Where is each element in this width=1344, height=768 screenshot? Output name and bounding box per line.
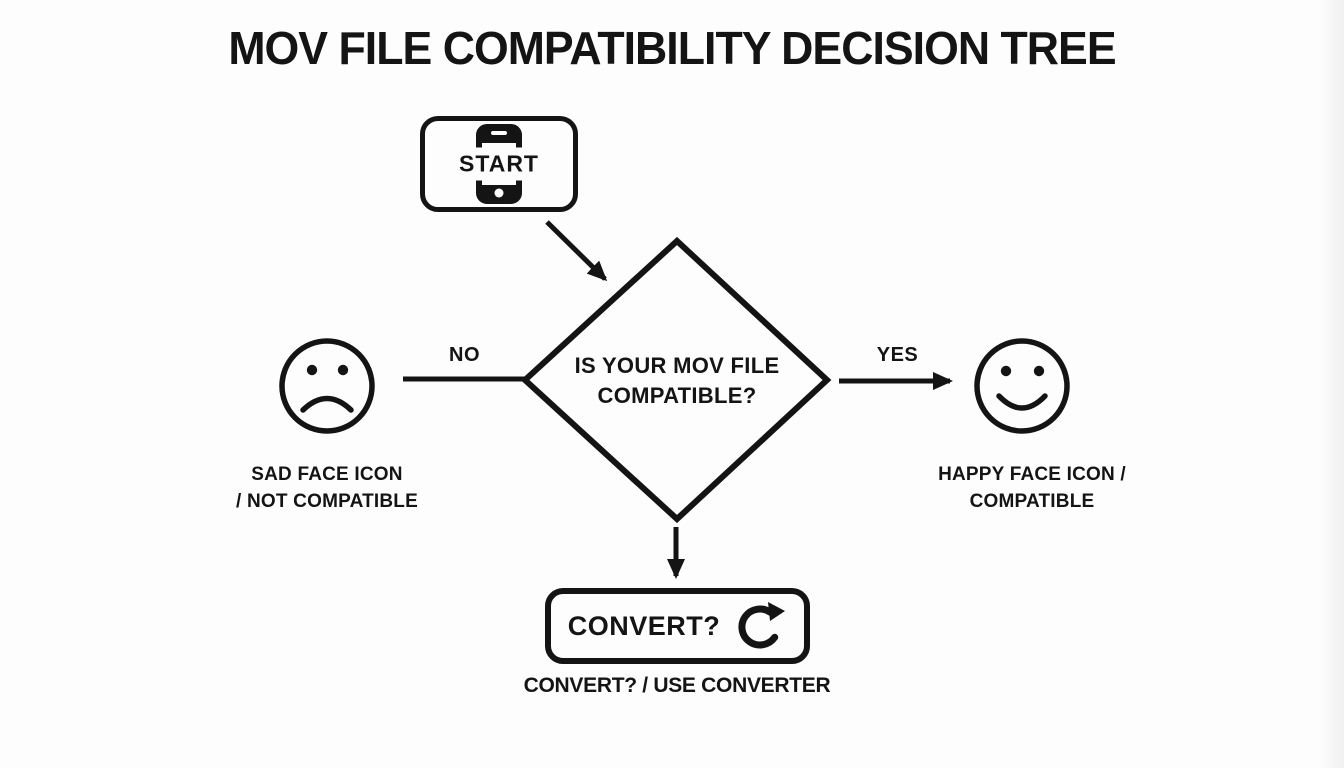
caption-not-compatible: SAD FACE ICON / NOT COMPATIBLE — [217, 461, 437, 515]
start-label: START — [452, 147, 546, 181]
refresh-icon — [738, 602, 786, 649]
start-node: START — [420, 116, 578, 212]
convert-label: CONVERT? — [567, 610, 721, 641]
sad-face-icon — [279, 338, 375, 434]
decision-question: IS YOUR MOV FILE COMPATIBLE? — [557, 351, 797, 411]
happy-face-icon — [974, 338, 1070, 434]
edge-label-no: NO — [449, 344, 480, 366]
caption-compatible-line1: HAPPY FACE ICON / — [938, 464, 1126, 485]
caption-not-compatible-line1: SAD FACE ICON — [251, 464, 403, 485]
edge-start-to-decision — [545, 220, 608, 282]
decision-question-line1: IS YOUR MOV FILE — [574, 353, 780, 378]
diagram-title: MOV FILE COMPATIBILITY DECISION TREE — [228, 22, 1116, 74]
caption-not-compatible-line2: / NOT COMPATIBLE — [236, 491, 418, 512]
decision-question-line2: COMPATIBLE? — [597, 383, 757, 408]
convert-node: CONVERT? — [545, 588, 810, 664]
right-edge-shade — [1318, 0, 1344, 768]
edge-label-yes: YES — [876, 344, 919, 366]
caption-compatible: HAPPY FACE ICON / COMPATIBLE — [922, 461, 1142, 515]
caption-convert: CONVERT? / USE CONVERTER — [523, 674, 831, 697]
caption-compatible-line2: COMPATIBLE — [969, 491, 1095, 512]
